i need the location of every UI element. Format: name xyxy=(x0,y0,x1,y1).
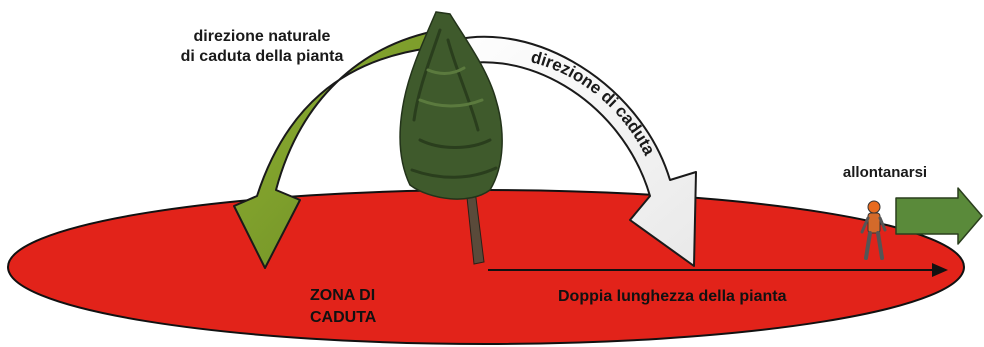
natural-direction-label-line2: di caduta della pianta xyxy=(181,48,344,65)
zone-label-line1: ZONA DI xyxy=(310,287,375,304)
move-away-arrow xyxy=(895,187,983,245)
move-away-label: allontanarsi xyxy=(843,164,927,181)
natural-direction-arrow xyxy=(233,29,441,269)
falling-zone-ellipse xyxy=(7,189,965,345)
natural-direction-label-line1: direzione naturale xyxy=(194,28,331,45)
double-length-arrowhead xyxy=(932,263,948,277)
zone-label-line2: CADUTA xyxy=(310,309,377,326)
person-walking-icon xyxy=(860,200,887,260)
double-length-label: Doppia lunghezza della pianta xyxy=(558,288,787,305)
conifer-tree-icon xyxy=(399,11,503,200)
